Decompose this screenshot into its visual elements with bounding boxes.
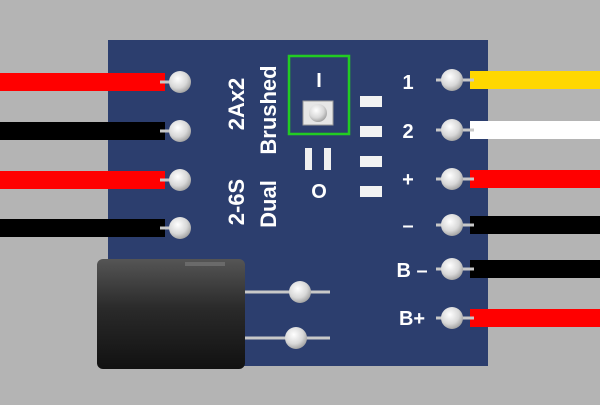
smd-component-3 <box>360 156 382 167</box>
right-pad-2 <box>441 119 463 141</box>
capacitor-sleeve-top <box>185 262 225 266</box>
right-pad-6 <box>441 307 463 329</box>
switch-highlight-box <box>287 54 351 136</box>
board-text-2-6s: 2-6S <box>224 179 249 225</box>
left-wire-4 <box>0 219 165 237</box>
capacitor <box>97 259 330 369</box>
left-wires <box>0 73 165 237</box>
capacitor-body <box>97 259 245 369</box>
pin-label-plus: + <box>402 169 414 191</box>
left-pad-2 <box>169 120 191 142</box>
left-pad-3 <box>169 169 191 191</box>
right-wire-3 <box>470 170 600 188</box>
smd-component-2 <box>360 126 382 137</box>
pin-label-1: 1 <box>402 72 413 94</box>
switch-track-left <box>305 148 312 170</box>
smd-component-1 <box>360 96 382 107</box>
right-wires <box>470 71 600 327</box>
switch-on-label: I <box>316 70 322 92</box>
left-wire-3 <box>0 171 165 189</box>
right-wire-2 <box>470 121 600 139</box>
right-pin-labels: 1 2 + – B – B+ <box>396 72 427 330</box>
left-wire-1 <box>0 73 165 91</box>
smd-component-4 <box>360 186 382 197</box>
right-pad-3 <box>441 168 463 190</box>
right-pads <box>436 69 474 329</box>
board-text: 2Ax2 Brushed 2-6S Dual <box>224 65 281 227</box>
left-wire-2 <box>0 122 165 140</box>
switch-track-right <box>324 148 331 170</box>
smd-components <box>360 96 382 197</box>
right-wire-4 <box>470 216 600 234</box>
board-text-2ax2: 2Ax2 <box>224 78 249 131</box>
pin-label-b-plus: B+ <box>399 308 425 330</box>
right-wire-6 <box>470 309 600 327</box>
pin-label-b-minus: B – <box>396 260 427 282</box>
left-pad-4 <box>169 217 191 239</box>
power-switch[interactable]: I O <box>287 54 351 203</box>
right-pad-1 <box>441 69 463 91</box>
capacitor-pad-top <box>289 281 311 303</box>
board-text-brushed: Brushed <box>256 65 281 154</box>
switch-off-label: O <box>311 181 327 203</box>
pin-label-2: 2 <box>402 121 413 143</box>
capacitor-pad-bottom <box>285 327 307 349</box>
pin-label-minus: – <box>402 215 413 237</box>
left-pad-1 <box>169 71 191 93</box>
right-pad-4 <box>441 214 463 236</box>
board-text-dual: Dual <box>256 180 281 228</box>
right-pad-5 <box>441 258 463 280</box>
right-wire-1 <box>470 71 600 89</box>
switch-knob-highlight <box>309 104 327 122</box>
right-wire-5 <box>470 260 600 278</box>
left-pads <box>160 71 191 239</box>
